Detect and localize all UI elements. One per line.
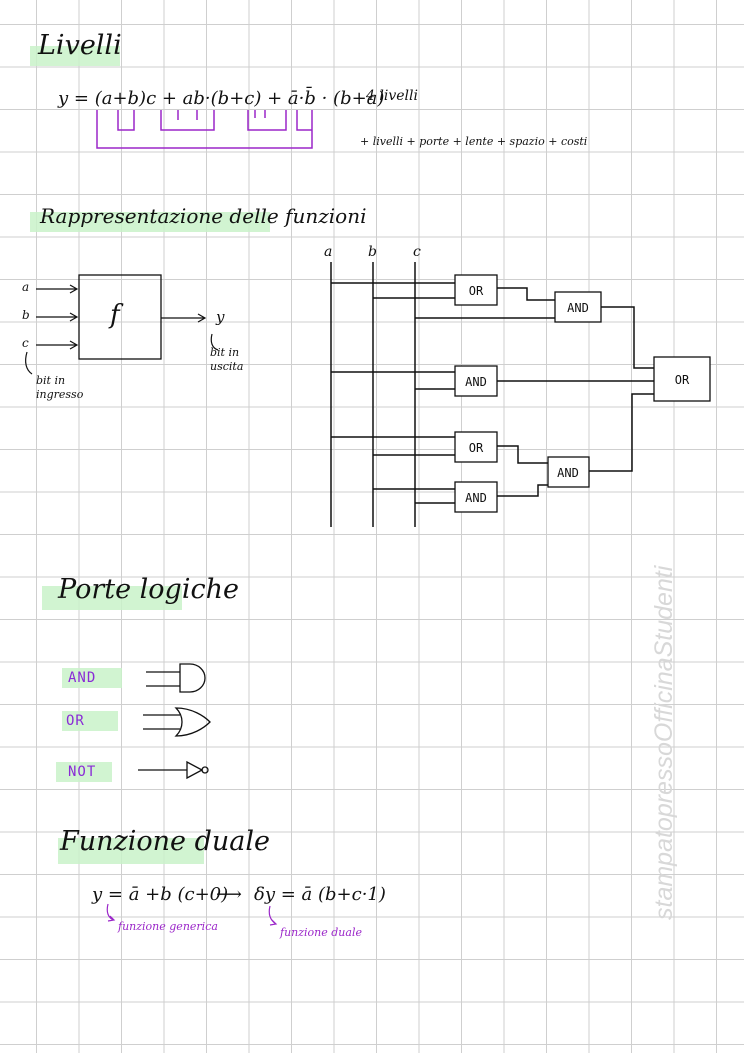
dual-formula-left: y = ā +b (c+0)	[92, 884, 229, 905]
gate-and-4: AND	[465, 491, 487, 505]
circuit-input-a: a	[324, 244, 333, 260]
section-title-livelli: Livelli	[38, 30, 122, 61]
label-highlight	[62, 711, 118, 731]
dual-formula-right: δy = ā (b+c·1)	[254, 884, 386, 905]
dual-note-right: funzione duale	[280, 926, 362, 939]
function-box	[78, 274, 162, 360]
gate-label-not: NOT	[68, 764, 97, 780]
dual-arrow: ⟶	[216, 884, 242, 905]
section-title-rappresentazione: Rappresentazione delle funzioni	[40, 204, 367, 228]
label-highlight	[56, 762, 112, 782]
output-note: bit in uscita	[210, 346, 244, 373]
title-highlight	[58, 838, 204, 864]
gate-or-1: OR	[469, 284, 484, 298]
block-function-label: f	[110, 300, 120, 330]
circuit-input-b: b	[368, 244, 377, 260]
watermark-text: stampatopressoOfficinaStudenti	[650, 565, 678, 920]
or-gate-icon	[174, 707, 211, 737]
gate-label-and: AND	[68, 670, 97, 686]
and-gate-icon	[179, 663, 206, 693]
block-input-b: b	[22, 308, 30, 322]
gate-and-1: AND	[567, 301, 589, 315]
inputs-note: bit in ingresso	[36, 374, 84, 401]
gate-or-final: OR	[675, 373, 690, 387]
title-highlight	[30, 46, 120, 66]
label-highlight	[62, 668, 122, 688]
gate-or-2: OR	[469, 441, 484, 455]
gate-and-2: AND	[465, 375, 487, 389]
gate-label-or: OR	[66, 713, 85, 729]
block-input-c: c	[22, 336, 29, 350]
not-gate-icon	[186, 760, 204, 780]
title-highlight	[30, 212, 270, 232]
block-output-y: y	[216, 308, 225, 326]
section-title-porte: Porte logiche	[58, 574, 239, 605]
levels-count: 4 livelli	[366, 88, 418, 104]
levels-formula: y = (a+b)c + ab·(b+c) + ā·b̄ · (b+a)	[58, 88, 385, 109]
block-input-a: a	[22, 280, 30, 294]
title-highlight	[42, 586, 182, 610]
section-title-duale: Funzione duale	[60, 826, 270, 857]
levels-list: + livelli + porte + lente + spazio + cos…	[360, 135, 588, 148]
circuit-input-c: c	[413, 244, 421, 260]
dual-note-left: funzione generica	[118, 920, 218, 933]
gate-and-3: AND	[557, 466, 579, 480]
